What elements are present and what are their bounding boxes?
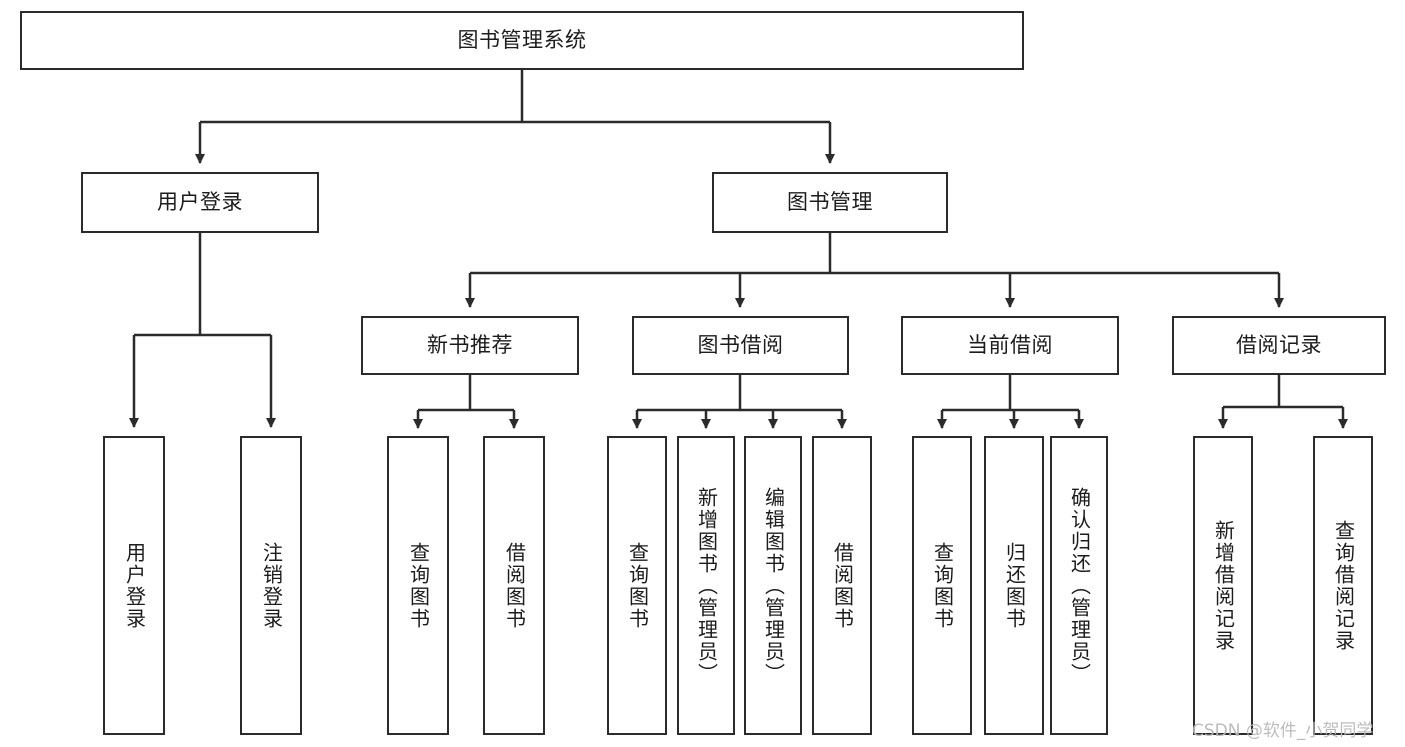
node-leaf-logout[interactable]: 注销登录 <box>240 436 302 735</box>
node-leaf-edit-book-admin-label: 编辑图书（管理员） <box>761 486 786 685</box>
node-book-manage[interactable]: 图书管理 <box>712 172 948 233</box>
node-leaf-add-borrow-record-label: 新增借阅记录 <box>1211 519 1236 652</box>
node-leaf-user-login-label: 用户登录 <box>122 541 147 630</box>
node-leaf-query-book-current[interactable]: 查询图书 <box>912 436 972 735</box>
node-user-login[interactable]: 用户登录 <box>81 172 319 233</box>
node-leaf-logout-label: 注销登录 <box>259 541 284 630</box>
node-root-label: 图书管理系统 <box>457 28 587 52</box>
node-leaf-add-book-admin[interactable]: 新增图书（管理员） <box>677 436 735 735</box>
node-leaf-borrow-book[interactable]: 借阅图书 <box>812 436 872 735</box>
node-book-borrow[interactable]: 图书借阅 <box>632 316 849 375</box>
node-new-book-recommend-label: 新书推荐 <box>427 333 513 357</box>
node-root[interactable]: 图书管理系统 <box>20 11 1024 70</box>
node-leaf-return-book-label: 归还图书 <box>1002 541 1027 630</box>
node-leaf-borrow-book-recommend[interactable]: 借阅图书 <box>483 436 545 735</box>
node-leaf-edit-book-admin[interactable]: 编辑图书（管理员） <box>744 436 802 735</box>
node-borrow-record-label: 借阅记录 <box>1236 333 1322 357</box>
node-current-borrow[interactable]: 当前借阅 <box>901 316 1119 375</box>
node-current-borrow-label: 当前借阅 <box>967 333 1053 357</box>
node-leaf-return-book[interactable]: 归还图书 <box>984 436 1044 735</box>
node-new-book-recommend[interactable]: 新书推荐 <box>361 316 579 375</box>
node-leaf-borrow-book-label: 借阅图书 <box>830 541 855 630</box>
node-leaf-query-book-borrow-label: 查询图书 <box>625 541 650 630</box>
node-leaf-query-book-recommend-label: 查询图书 <box>406 541 431 630</box>
node-leaf-query-book-current-label: 查询图书 <box>930 541 955 630</box>
node-user-login-label: 用户登录 <box>157 190 243 214</box>
node-borrow-record[interactable]: 借阅记录 <box>1172 316 1386 375</box>
node-leaf-confirm-return-admin-label: 确认归还（管理员） <box>1067 486 1092 685</box>
node-leaf-query-borrow-record[interactable]: 查询借阅记录 <box>1313 436 1373 735</box>
node-leaf-query-book-recommend[interactable]: 查询图书 <box>387 436 449 735</box>
node-leaf-confirm-return-admin[interactable]: 确认归还（管理员） <box>1050 436 1108 735</box>
node-leaf-add-borrow-record[interactable]: 新增借阅记录 <box>1193 436 1253 735</box>
node-leaf-add-book-admin-label: 新增图书（管理员） <box>694 486 719 685</box>
node-leaf-user-login[interactable]: 用户登录 <box>103 436 165 735</box>
node-leaf-borrow-book-recommend-label: 借阅图书 <box>502 541 527 630</box>
node-leaf-query-borrow-record-label: 查询借阅记录 <box>1331 519 1356 652</box>
csdn-watermark: CSDN @软件_小贺同学 <box>1192 721 1374 741</box>
node-leaf-query-book-borrow[interactable]: 查询图书 <box>607 436 667 735</box>
node-book-manage-label: 图书管理 <box>787 190 873 214</box>
node-book-borrow-label: 图书借阅 <box>697 333 784 357</box>
